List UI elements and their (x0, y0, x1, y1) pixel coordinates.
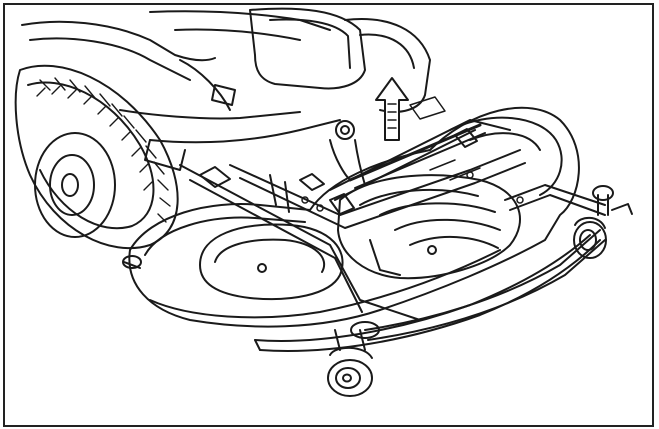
left-rear-deck-wheel (122, 255, 142, 269)
rear-tire (14, 64, 179, 250)
deck-frame-rails (179, 119, 606, 341)
illustration-frame (3, 3, 654, 427)
deck-hardware (301, 96, 524, 212)
left-front-caster-wheel (327, 321, 380, 397)
up-arrow-icon (375, 77, 409, 141)
mower-deck (128, 106, 601, 352)
tire-tread (36, 77, 171, 223)
tractor-body (21, 7, 431, 171)
right-front-caster-wheel (573, 185, 633, 259)
